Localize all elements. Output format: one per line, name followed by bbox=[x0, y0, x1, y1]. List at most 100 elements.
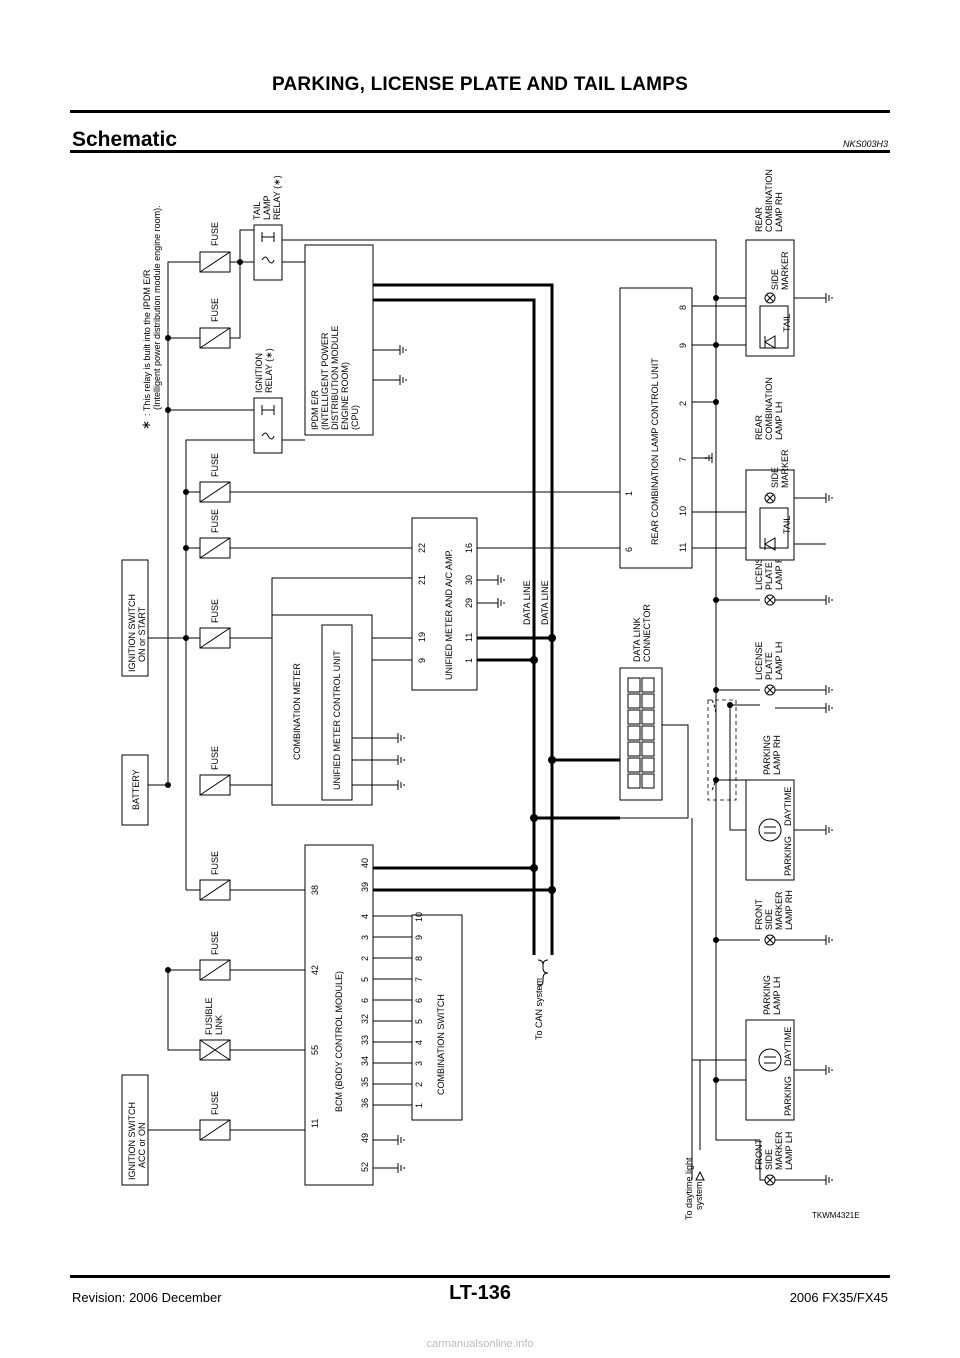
uma-pin: 9 bbox=[417, 658, 427, 663]
ignition-acc-label-2: ACC or ON bbox=[137, 1122, 147, 1168]
rear-cu-pin: 1 bbox=[624, 491, 634, 496]
junction-dot bbox=[165, 967, 171, 973]
ignition-acc-label-1: IGNITION SWITCH bbox=[127, 1102, 137, 1180]
bcm-pin: 6 bbox=[360, 998, 370, 1003]
uma-pin: 29 bbox=[464, 598, 474, 608]
fuse-ipdm-1 bbox=[199, 327, 231, 349]
rear-cu-pin: 6 bbox=[624, 547, 634, 552]
ipdm-label-3: DISTRIBUTION MODULE bbox=[330, 325, 340, 430]
junction-dot bbox=[548, 886, 556, 894]
side-marker-2: MARKER bbox=[780, 449, 790, 488]
note-line-2: (Intelligent power distribution module e… bbox=[152, 205, 162, 410]
combsw-pin: 6 bbox=[414, 998, 424, 1003]
bcm-pin: 5 bbox=[360, 977, 370, 982]
bcm-pin: 39 bbox=[360, 882, 370, 892]
fsm-lh-label-1: FRONT bbox=[754, 1139, 764, 1170]
combsw-pin: 2 bbox=[414, 1082, 424, 1087]
junction-dot bbox=[713, 937, 719, 943]
fuse-label: FUSE bbox=[210, 298, 220, 322]
ground-symbols bbox=[825, 293, 833, 1185]
combination-switch bbox=[411, 914, 463, 1121]
junction-dot bbox=[165, 335, 171, 341]
page-title: PARKING, LICENSE PLATE AND TAIL LAMPS bbox=[272, 74, 688, 95]
section-code: NKS003H3 bbox=[842, 139, 888, 149]
ignition-acc-box bbox=[121, 1074, 149, 1186]
tail-word: TAIL bbox=[782, 314, 792, 332]
daytime-label-2: system bbox=[694, 1181, 704, 1210]
combsw-pin: 4 bbox=[414, 1040, 424, 1045]
fuse-bcm-42 bbox=[199, 959, 231, 981]
rear-cu-pin: 10 bbox=[678, 506, 688, 516]
ipdm-label-4: ENGINE ROOM) bbox=[340, 362, 350, 430]
parking-word: PARKING bbox=[783, 836, 793, 876]
twisted-pair-marker bbox=[707, 699, 737, 801]
junction-dot bbox=[713, 597, 719, 603]
bcm-pin: 35 bbox=[360, 1077, 370, 1087]
lic-rh-label-3: LAMP RH bbox=[774, 550, 784, 590]
fuse-label: FUSE bbox=[210, 509, 220, 533]
bcm-pin: 2 bbox=[360, 956, 370, 961]
junction-dot bbox=[165, 407, 171, 413]
rear-rh-label-3: LAMP RH bbox=[774, 192, 784, 232]
junction-dot bbox=[530, 864, 538, 872]
bcm-pin: 33 bbox=[360, 1035, 370, 1045]
fsm-rh-label-1: FRONT bbox=[754, 899, 764, 930]
ignition-relay bbox=[253, 397, 283, 454]
footer-rule bbox=[70, 1275, 890, 1278]
fuse-label: FUSE bbox=[210, 746, 220, 770]
pl-rh-label-1: PARKING bbox=[762, 735, 772, 775]
side-marker-2: MARKER bbox=[780, 251, 790, 290]
unified-meter-control-unit bbox=[321, 624, 353, 801]
fsm-lh-label-3: MARKER bbox=[774, 1131, 784, 1170]
ignition-start-label-1: IGNITION SWITCH bbox=[127, 594, 137, 672]
rear-cu-pin: 11 bbox=[678, 543, 688, 552]
fuse-bcm-38 bbox=[199, 879, 231, 901]
lic-lh-label-1: LICENSE bbox=[754, 641, 764, 680]
rear-combination-lamp-control-unit bbox=[619, 287, 693, 569]
bcm-pin: 36 bbox=[360, 1098, 370, 1108]
data-line-label-2: DATA LINE bbox=[540, 580, 550, 625]
uma-pin: 19 bbox=[417, 632, 427, 642]
bcm-pin: 40 bbox=[360, 858, 370, 868]
junction-dot bbox=[530, 656, 538, 664]
section-title: Schematic bbox=[72, 128, 178, 151]
lic-lh-label-2: PLATE bbox=[764, 652, 774, 680]
junction-dot bbox=[548, 634, 556, 642]
unified-meter-cu-label: UNIFIED METER CONTROL UNIT bbox=[332, 650, 342, 790]
dlc-label-1: DATA LINK bbox=[632, 617, 642, 662]
junction-dot bbox=[165, 782, 171, 788]
lic-lh-label-3: LAMP LH bbox=[774, 642, 784, 680]
fuse-meter-ign bbox=[199, 627, 231, 649]
fuse-label: FUSE bbox=[210, 931, 220, 955]
fuse-rear-1 bbox=[199, 481, 231, 503]
junction-dot bbox=[713, 777, 719, 783]
fuse-label: FUSE bbox=[210, 599, 220, 623]
ipdm-er bbox=[304, 244, 374, 436]
rear-combination-lamp-lh bbox=[745, 469, 795, 561]
footer-page-number: LT-136 bbox=[449, 1282, 511, 1304]
combsw-pin: 7 bbox=[414, 977, 424, 982]
dlc-pins bbox=[627, 677, 655, 789]
fsm-lh-label-2: SIDE bbox=[764, 1149, 774, 1170]
rear-rh-label-2: COMBINATION bbox=[764, 169, 774, 232]
bcm-pin: 32 bbox=[360, 1014, 370, 1024]
rear-cu-pin: 9 bbox=[678, 343, 688, 348]
header-rule bbox=[70, 110, 890, 113]
rear-lh-label-1: REAR bbox=[754, 414, 764, 440]
ipdm-label-5: (CPU) bbox=[350, 405, 360, 430]
section-rule bbox=[70, 150, 890, 153]
bcm-pin: 4 bbox=[360, 914, 370, 919]
watermark: carmanualsonline.info bbox=[426, 1338, 534, 1350]
lic-rh-label-2: PLATE bbox=[764, 562, 774, 590]
bcm-pin: 34 bbox=[360, 1056, 370, 1066]
battery-label: BATTERY bbox=[131, 769, 141, 810]
dlc-label-2: CONNECTOR bbox=[642, 604, 652, 662]
uma-pin: 16 bbox=[464, 543, 474, 553]
data-line-label-1: DATA LINE bbox=[522, 580, 532, 625]
bcm-pin: 42 bbox=[310, 965, 320, 975]
note-line-1: : This relay is built into the IPDM E/R bbox=[142, 269, 152, 416]
combsw-pin: 5 bbox=[414, 1019, 424, 1024]
ignition-start-label-2: ON or START bbox=[137, 606, 147, 662]
daytime-word: DAYTIME bbox=[783, 787, 793, 826]
rear-cu-pin: 7 bbox=[678, 457, 688, 462]
